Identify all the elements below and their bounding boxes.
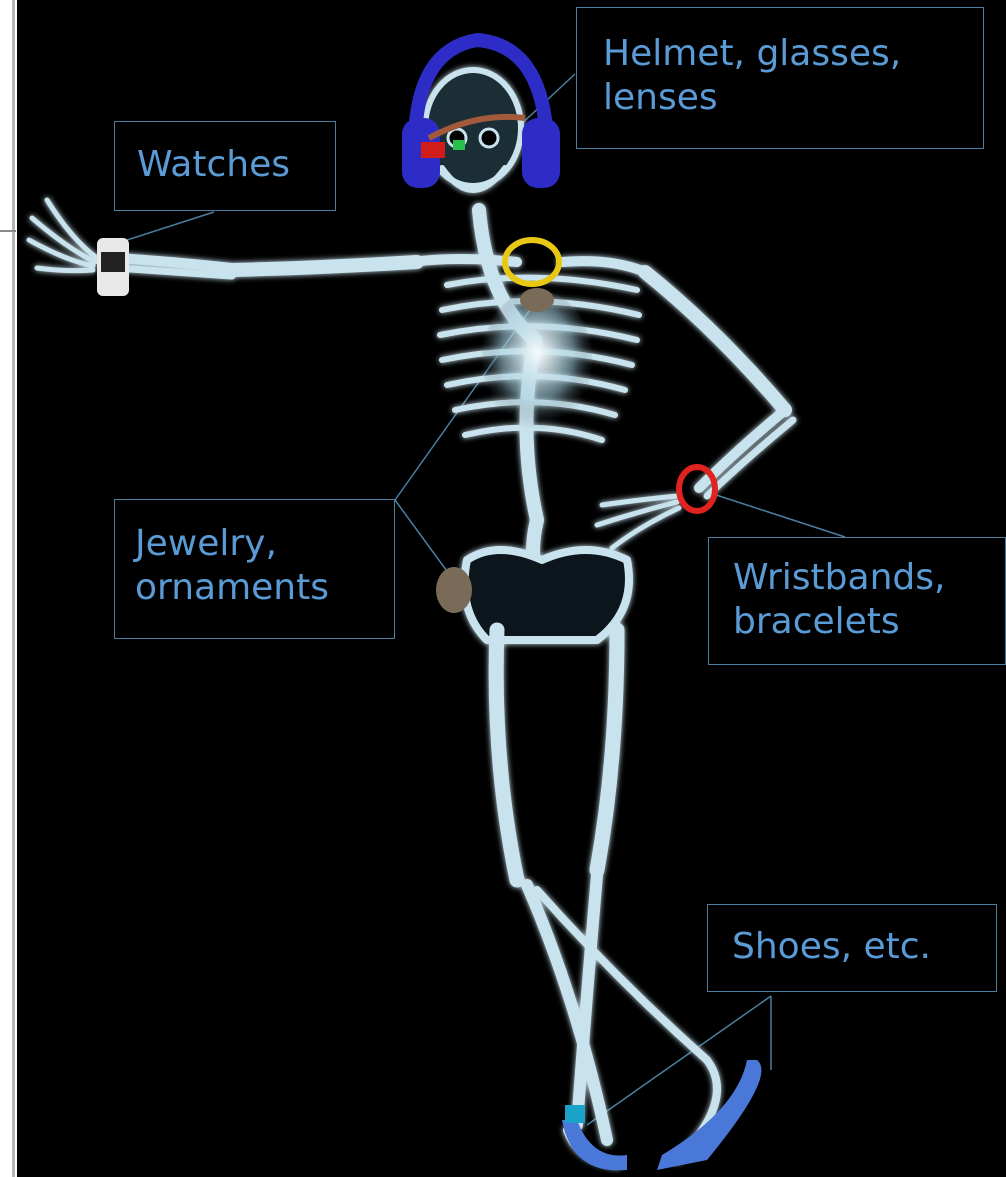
femur-left: [496, 630, 517, 880]
callout-jewelry: Jewelry, ornaments: [114, 499, 395, 639]
pelvis: [465, 550, 630, 640]
callout-jewelry-line1: Jewelry,: [135, 522, 394, 566]
callout-wristbands: Wristbands, bracelets: [708, 537, 1006, 665]
clavicle-right: [562, 261, 645, 272]
shoe-left-icon: [562, 1105, 627, 1170]
gutter-tick: [0, 230, 16, 232]
callout-shoes-line1: Shoes, etc.: [732, 925, 996, 969]
pendant-hip-icon: [436, 567, 472, 613]
hand-left: [29, 200, 97, 271]
callout-helmet-line2: lenses: [603, 76, 983, 120]
femur-right: [597, 630, 617, 870]
hand-right: [597, 496, 679, 548]
clavicle-left: [412, 259, 517, 262]
gutter-divider: [12, 0, 15, 1177]
left-gutter: [0, 0, 16, 1177]
callout-wristbands-line2: bracelets: [733, 600, 1005, 644]
callout-watches-line1: Watches: [137, 143, 335, 187]
callout-shoes: Shoes, etc.: [707, 904, 997, 992]
wearables-slide: Helmet, glasses, lenses Watches Jewelry,…: [17, 0, 1006, 1177]
callout-helmet-glasses: Helmet, glasses, lenses: [576, 7, 984, 149]
smartwatch-icon: [97, 238, 129, 296]
humerus-left: [232, 262, 417, 270]
pendant-chest-icon: [520, 288, 554, 312]
humerus-right: [645, 272, 785, 410]
callout-jewelry-line2: ornaments: [135, 566, 394, 610]
callout-watches: Watches: [114, 121, 336, 211]
callout-wristbands-line1: Wristbands,: [733, 556, 1005, 600]
callout-helmet-line1: Helmet, glasses,: [603, 32, 983, 76]
